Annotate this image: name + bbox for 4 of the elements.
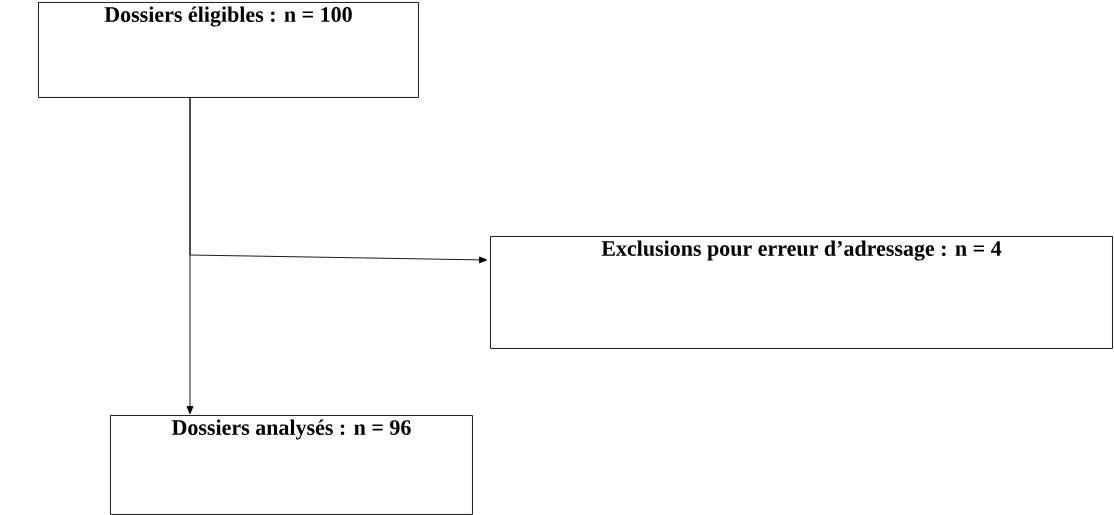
process-box: Dossiers analysés : n = 96	[110, 415, 473, 515]
arrow	[186, 96, 194, 415]
process-box: Dossiers éligibles : n = 100	[38, 2, 419, 98]
process-box: Exclusions pour erreur d’adressage : n = 4	[490, 236, 1113, 349]
